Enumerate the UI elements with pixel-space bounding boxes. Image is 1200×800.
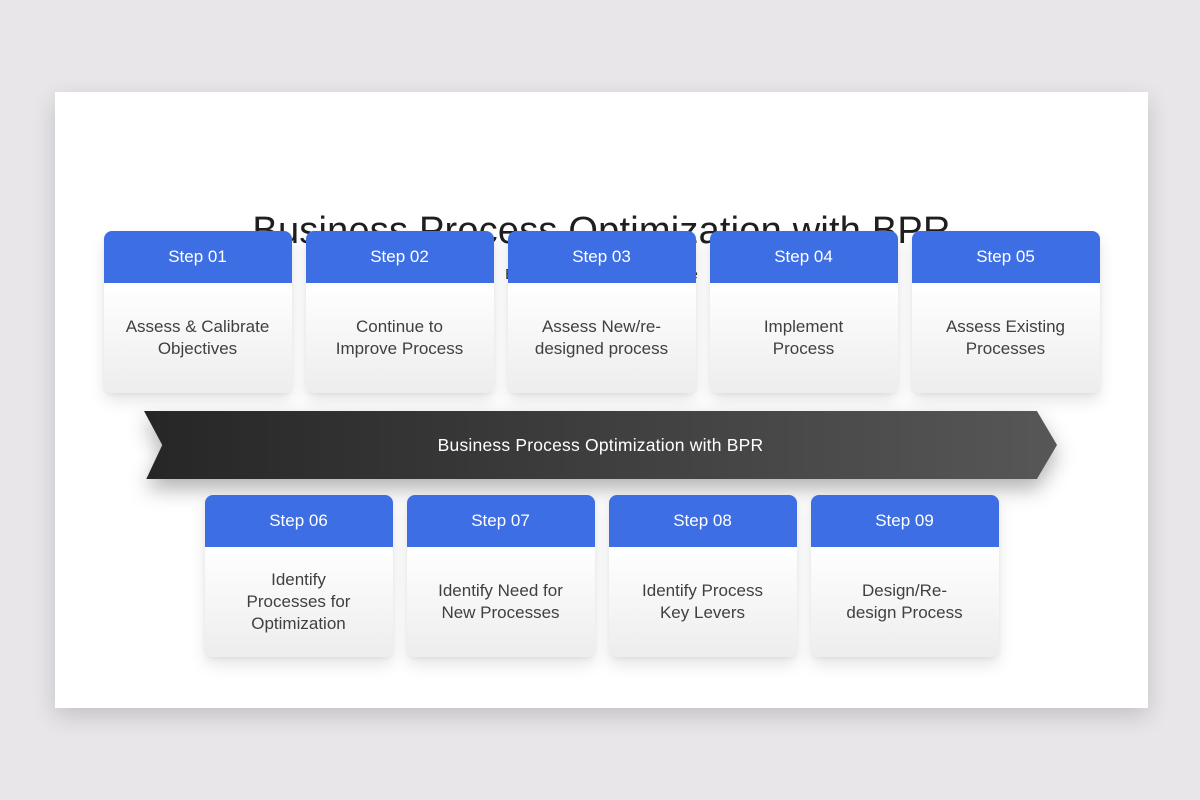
- step-description: Identify Processes for Optimization: [204, 547, 393, 657]
- step-card-header: Step 02: [305, 231, 494, 283]
- banner-arrow-shape: Business Process Optimization with BPR: [144, 411, 1057, 479]
- step-card-02: Step 02 Continue to Improve Process: [305, 231, 494, 393]
- step-number-label: Step 04: [774, 247, 833, 266]
- step-description: Assess & Calibrate Objectives: [103, 283, 292, 393]
- step-card-06: Step 06 Identify Processes for Optimizat…: [204, 495, 393, 657]
- step-card-01: Step 01 Assess & Calibrate Objectives: [103, 231, 292, 393]
- step-number-label: Step 07: [471, 511, 530, 530]
- step-card-header: Step 05: [911, 231, 1100, 283]
- step-card-04: Step 04 Implement Process: [709, 231, 898, 393]
- step-number-label: Step 08: [673, 511, 732, 530]
- step-card-header: Step 06: [204, 495, 393, 547]
- step-card-header: Step 08: [608, 495, 797, 547]
- step-number-label: Step 06: [269, 511, 328, 530]
- step-card-header: Step 09: [810, 495, 999, 547]
- step-description: Identify Need for New Processes: [406, 547, 595, 657]
- step-description: Assess New/re- designed process: [507, 283, 696, 393]
- slide-canvas: Business Process Optimization with BPR E…: [55, 92, 1148, 708]
- step-description: Assess Existing Processes: [911, 283, 1100, 393]
- process-banner: Business Process Optimization with BPR: [144, 411, 1057, 479]
- step-number-label: Step 01: [168, 247, 227, 266]
- step-card-header: Step 03: [507, 231, 696, 283]
- step-description: Continue to Improve Process: [305, 283, 494, 393]
- step-card-08: Step 08 Identify Process Key Levers: [608, 495, 797, 657]
- step-number-label: Step 03: [572, 247, 631, 266]
- steps-row-bottom: Step 06 Identify Processes for Optimizat…: [55, 495, 1148, 657]
- steps-row-top: Step 01 Assess & Calibrate Objectives St…: [55, 231, 1148, 393]
- step-card-09: Step 09 Design/Re- design Process: [810, 495, 999, 657]
- step-card-header: Step 04: [709, 231, 898, 283]
- step-description: Identify Process Key Levers: [608, 547, 797, 657]
- step-card-03: Step 03 Assess New/re- designed process: [507, 231, 696, 393]
- step-card-05: Step 05 Assess Existing Processes: [911, 231, 1100, 393]
- step-card-07: Step 07 Identify Need for New Processes: [406, 495, 595, 657]
- step-card-header: Step 07: [406, 495, 595, 547]
- step-description: Implement Process: [709, 283, 898, 393]
- step-card-header: Step 01: [103, 231, 292, 283]
- banner-label: Business Process Optimization with BPR: [437, 434, 764, 455]
- step-number-label: Step 02: [370, 247, 429, 266]
- step-number-label: Step 09: [875, 511, 934, 530]
- step-description: Design/Re- design Process: [810, 547, 999, 657]
- step-number-label: Step 05: [976, 247, 1035, 266]
